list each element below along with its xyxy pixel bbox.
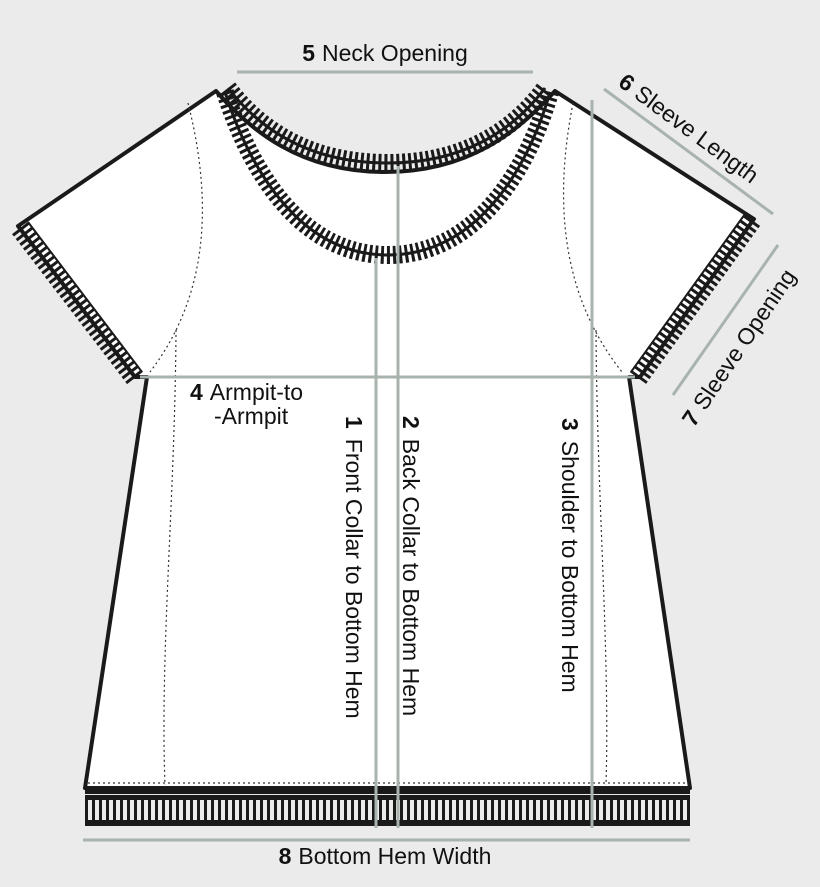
left-armhole-seam bbox=[149, 102, 203, 373]
label-armpit-to-armpit-line2: -Armpit bbox=[214, 403, 289, 429]
right-armhole-seam bbox=[562, 102, 623, 373]
label-shoulder: 3Shoulder to Bottom Hem bbox=[557, 418, 583, 693]
garment-outline bbox=[16, 89, 756, 790]
left-sleeve-cuff-edge bbox=[27, 221, 143, 373]
bottom-hem-band-top bbox=[85, 790, 690, 794]
back-collar-band-edge bbox=[226, 87, 547, 165]
front-collar-band-edge bbox=[223, 91, 552, 257]
measurement-lines bbox=[83, 70, 780, 842]
bottom-hem-band-bottom bbox=[85, 822, 690, 826]
right-sleeve-cuff bbox=[629, 214, 761, 384]
label-front-collar: 1Front Collar to Bottom Hem bbox=[341, 416, 367, 719]
left-side-seam bbox=[163, 329, 177, 786]
right-side-seam bbox=[595, 329, 608, 786]
sleeve-length-line bbox=[603, 87, 774, 216]
label-back-collar: 2Back Collar to Bottom Hem bbox=[398, 416, 424, 716]
right-sleeve-cuff-edge bbox=[630, 213, 746, 373]
sleeve-opening-line bbox=[671, 244, 780, 396]
left-sleeve-cuff bbox=[12, 221, 143, 385]
bottom-hem-band bbox=[85, 790, 690, 826]
